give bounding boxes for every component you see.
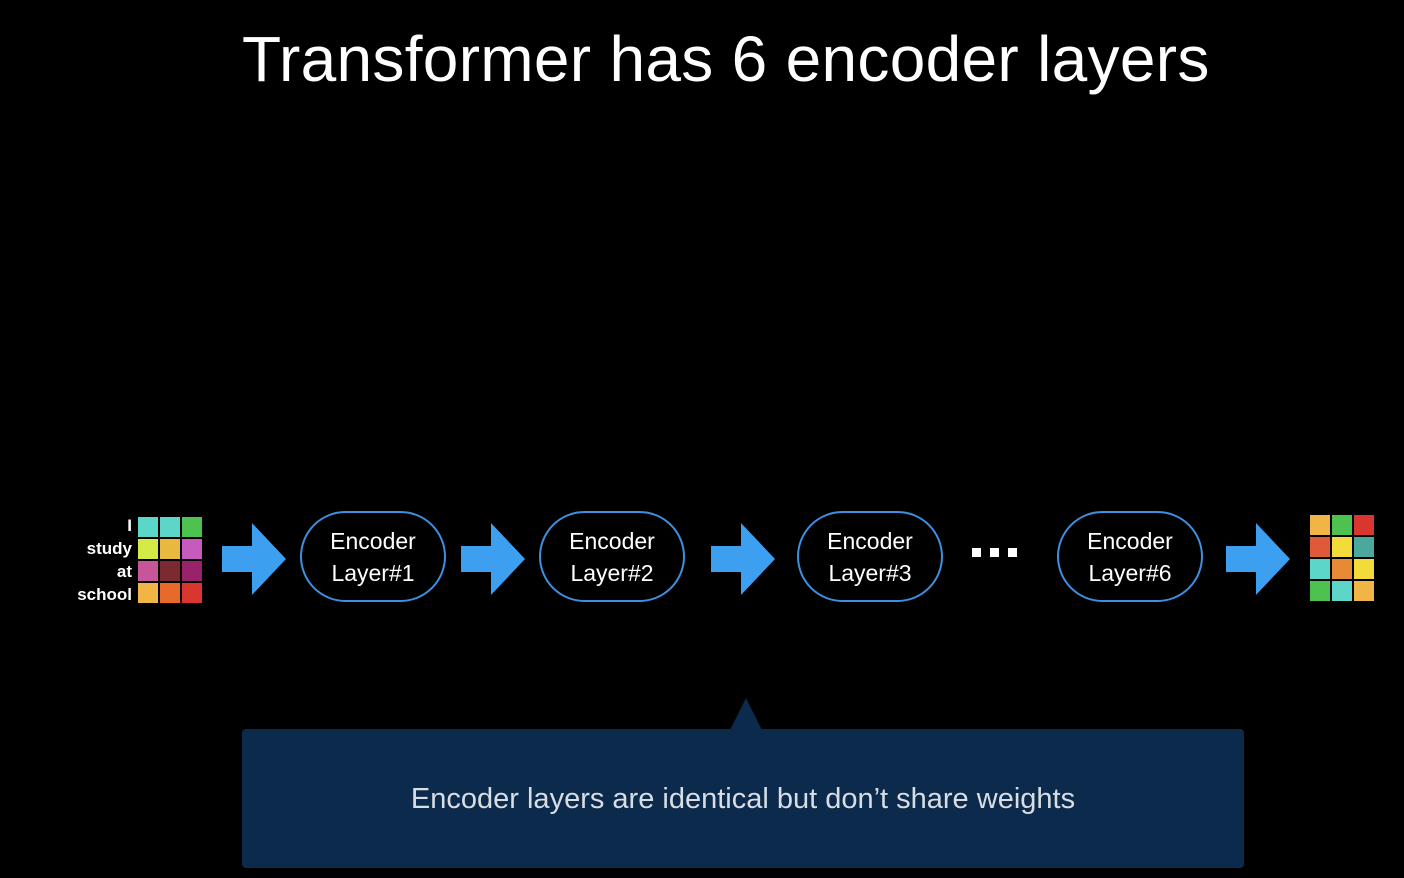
matrix-cell	[182, 539, 202, 559]
callout-text: Encoder layers are identical but don’t s…	[410, 783, 1076, 815]
matrix-cell	[1354, 537, 1374, 557]
output-representation-matrix	[1310, 515, 1374, 601]
encoder-label-line1: Encoder	[1087, 527, 1173, 554]
matrix-cell	[138, 583, 158, 603]
ellipsis-dot	[990, 548, 999, 557]
arrow-right-icon	[711, 523, 775, 595]
arrow-right-icon	[461, 523, 525, 595]
matrix-cell	[1332, 537, 1352, 557]
matrix-cell	[1354, 515, 1374, 535]
matrix-cell	[160, 583, 180, 603]
slide-title: Transformer has 6 encoder layers	[242, 23, 1210, 95]
matrix-cell	[1332, 515, 1352, 535]
matrix-cell	[182, 561, 202, 581]
encoder-label-line1: Encoder	[330, 527, 416, 554]
callout-pointer	[730, 698, 762, 730]
matrix-cell	[138, 517, 158, 537]
matrix-cell	[1310, 559, 1330, 579]
encoder-label-line2: Layer#3	[828, 559, 912, 586]
matrix-cell	[1354, 559, 1374, 579]
encoder-layer-1: Encoder Layer#1	[300, 511, 446, 602]
matrix-cell	[138, 561, 158, 581]
ellipsis-dot	[972, 548, 981, 557]
matrix-cell	[1310, 537, 1330, 557]
token-label: at	[116, 562, 132, 581]
arrow-right-icon	[1226, 523, 1290, 595]
token-label: school	[77, 585, 132, 604]
ellipsis-icon	[972, 548, 1017, 557]
input-token-labels: I study at school	[40, 514, 132, 606]
matrix-cell	[1332, 559, 1352, 579]
encoder-layer-6: Encoder Layer#6	[1057, 511, 1203, 602]
matrix-cell	[160, 517, 180, 537]
matrix-cell	[1354, 581, 1374, 601]
ellipsis-dot	[1008, 548, 1017, 557]
encoder-label-line2: Layer#6	[1088, 559, 1172, 586]
encoder-label-line2: Layer#1	[331, 559, 415, 586]
matrix-cell	[1332, 581, 1352, 601]
encoder-label-line1: Encoder	[569, 527, 655, 554]
matrix-cell	[138, 539, 158, 559]
matrix-cell	[182, 583, 202, 603]
token-label: I	[127, 516, 132, 535]
matrix-cell	[160, 561, 180, 581]
token-label: study	[86, 539, 132, 558]
matrix-cell	[1310, 581, 1330, 601]
input-embedding-matrix	[138, 517, 202, 603]
callout-box: Encoder layers are identical but don’t s…	[242, 729, 1244, 868]
matrix-cell	[182, 517, 202, 537]
encoder-label-line2: Layer#2	[570, 559, 654, 586]
encoder-label-line1: Encoder	[827, 527, 913, 554]
matrix-cell	[1310, 515, 1330, 535]
encoder-layer-3: Encoder Layer#3	[797, 511, 943, 602]
encoder-layer-2: Encoder Layer#2	[539, 511, 685, 602]
matrix-cell	[160, 539, 180, 559]
arrow-right-icon	[222, 523, 286, 595]
